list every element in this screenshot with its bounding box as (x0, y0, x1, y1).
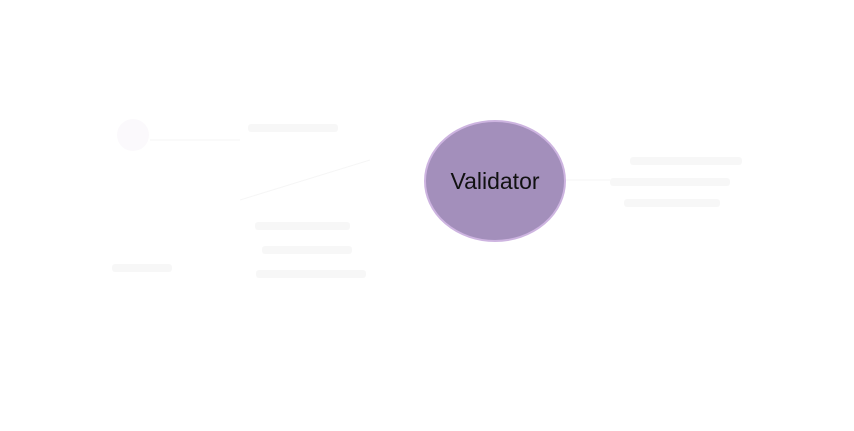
faint-text-block-5 (112, 264, 172, 272)
faint-text-block-8 (624, 199, 720, 207)
faint-text-block-6 (630, 157, 742, 165)
faint-edge-2 (239, 159, 371, 201)
faint-text-block-7 (610, 178, 730, 186)
validator-node[interactable]: Validator (424, 120, 566, 242)
validator-node-shape (424, 120, 566, 242)
faint-text-block-3 (262, 246, 352, 254)
faint-node-left (117, 119, 149, 151)
faint-text-block-4 (256, 270, 366, 278)
faint-text-block-2 (255, 222, 350, 230)
validator-node-label: Validator (450, 168, 539, 194)
faint-text-block-1 (248, 124, 338, 132)
